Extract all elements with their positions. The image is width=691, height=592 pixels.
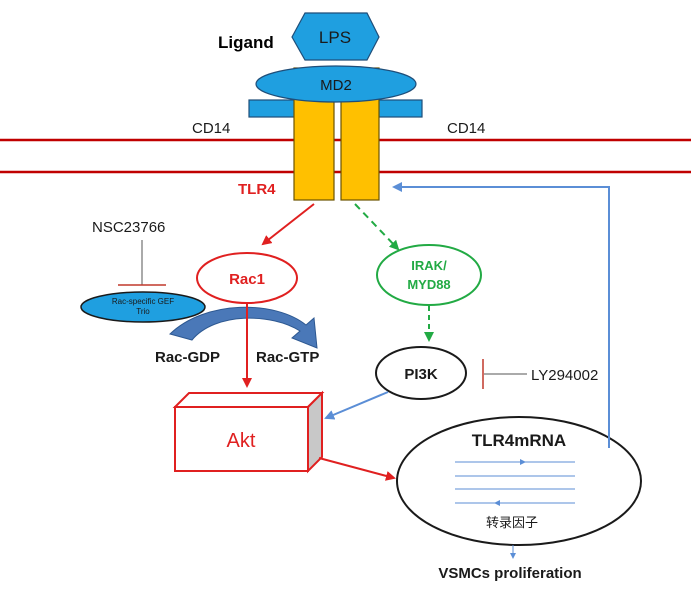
- lps-label: LPS: [319, 28, 351, 47]
- ly-label: LY294002: [531, 367, 598, 384]
- irak-myd88-ellipse: [376, 244, 482, 306]
- cd14-left-label: CD14: [192, 120, 230, 137]
- akt-box-front: [174, 406, 309, 472]
- rac-gdp-label: Rac-GDP: [155, 349, 220, 366]
- md2-label: MD2: [320, 77, 352, 94]
- arrow-tlr4-to-rac1: [261, 203, 315, 246]
- rac-gdp-to-gtp-curve: [169, 306, 318, 349]
- cd14-right-block: [377, 99, 423, 118]
- vsmc-proliferation-label: VSMCs proliferation: [438, 565, 581, 582]
- tlr4-label: TLR4: [238, 181, 276, 198]
- md2-ellipse: [255, 65, 417, 103]
- pi3k-label: PI3K: [404, 366, 438, 383]
- tlr4mrna-label: TLR4mRNA: [472, 431, 566, 450]
- akt-box-top: [172, 392, 325, 408]
- arrow-pi3k-to-akt: [324, 391, 389, 420]
- rac1-ellipse: [196, 252, 298, 304]
- pi3k-ellipse: [375, 346, 467, 400]
- irak-label: IRAK/: [411, 258, 447, 273]
- rac-gtp-label: Rac-GTP: [256, 349, 319, 366]
- rac-gef-trio-ellipse: [80, 291, 206, 323]
- arrow-tlr4-to-irak: [354, 203, 400, 251]
- rac-gef-label: Rac-specific GEF: [112, 297, 174, 306]
- transcription-factor-label: 转录因子: [486, 515, 538, 530]
- nsc-label: NSC23766: [92, 219, 165, 236]
- cd14-right-label: CD14: [447, 120, 485, 137]
- tlr4mrna-ellipse: [396, 416, 642, 546]
- cd14-left-block: [248, 99, 296, 118]
- arrow-akt-to-mrna: [318, 457, 396, 481]
- rac-gef-trio-label: Trio: [136, 307, 150, 316]
- akt-label: Akt: [227, 430, 256, 452]
- feedback-arrow-mrna-to-tlr4: [392, 182, 610, 448]
- myd88-label: MYD88: [407, 277, 450, 292]
- lps-hexagon: [291, 12, 380, 61]
- rac1-label: Rac1: [229, 271, 265, 288]
- ligand-label: Ligand: [218, 33, 274, 52]
- akt-box-side: [307, 390, 323, 474]
